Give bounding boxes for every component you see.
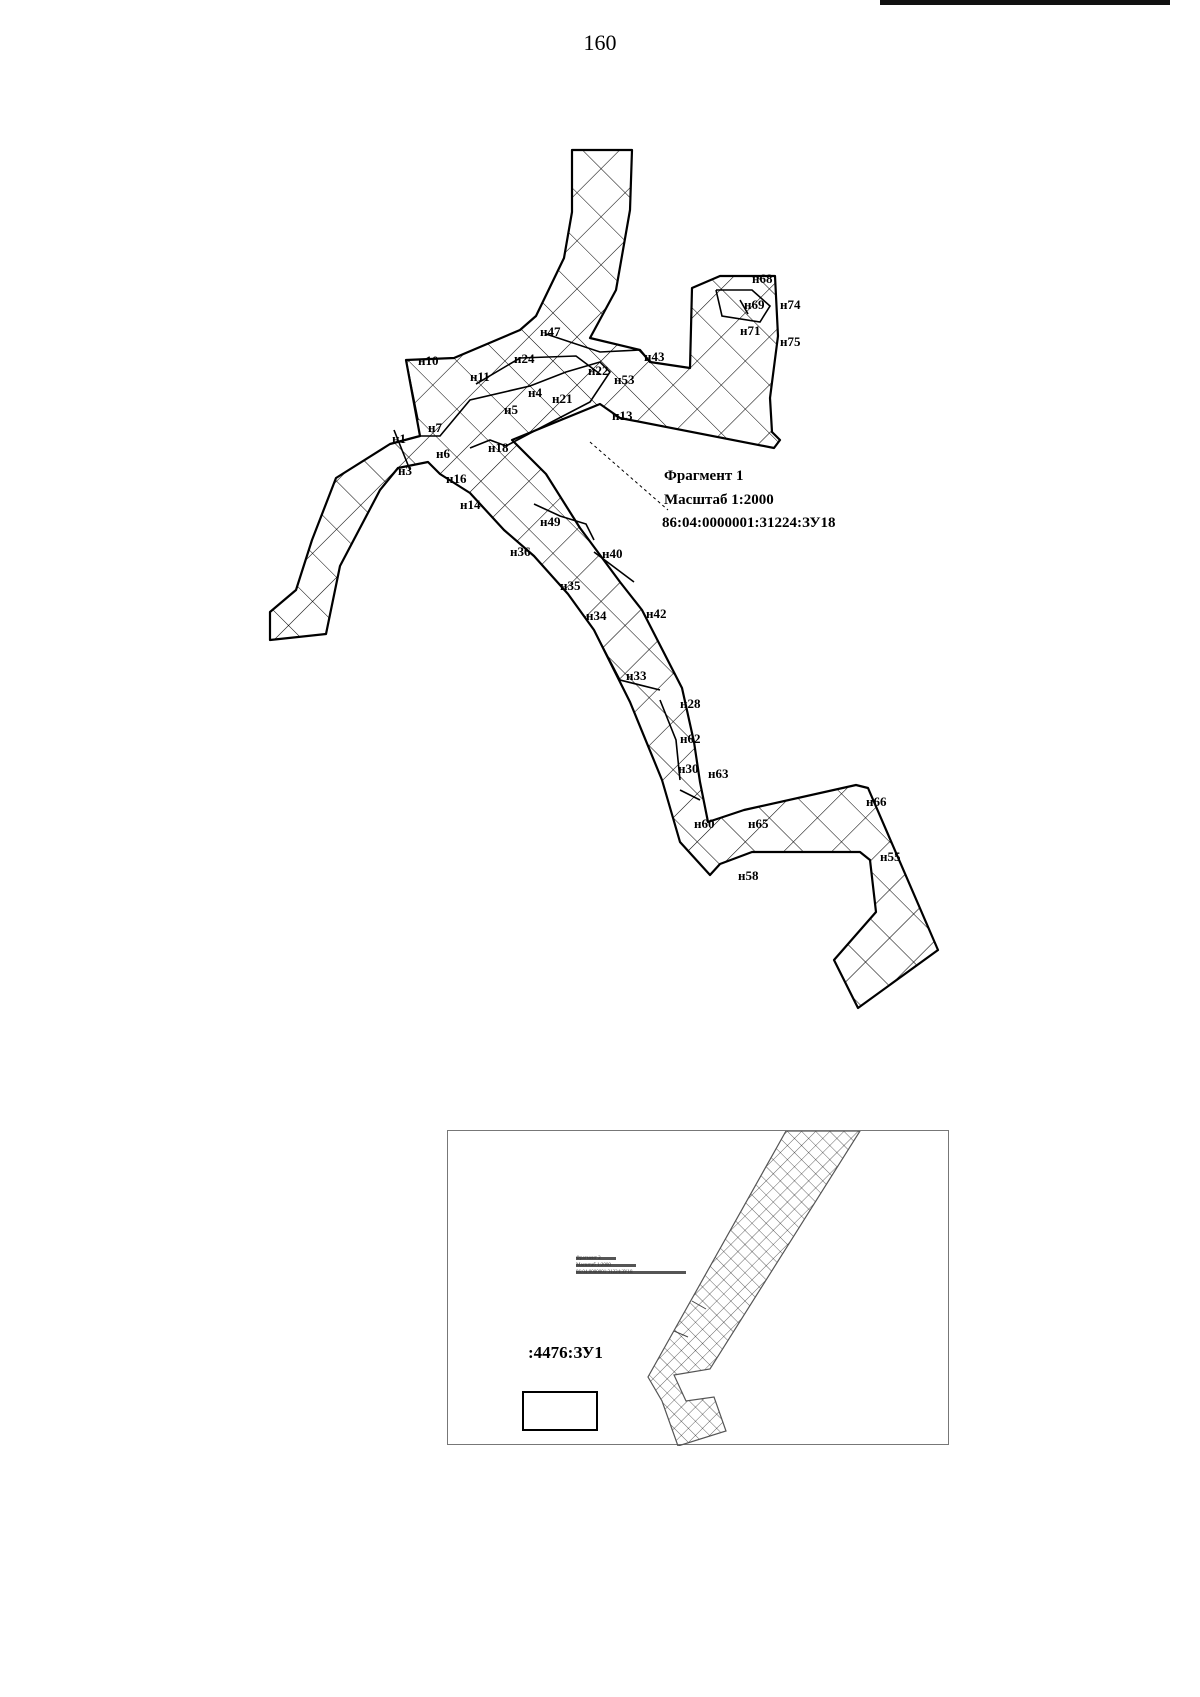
point-label: н3 xyxy=(398,463,412,478)
inset-legend-box xyxy=(522,1391,598,1431)
overview-parcel xyxy=(647,1131,861,1446)
legend-leader xyxy=(589,441,669,511)
point-label: н47 xyxy=(540,324,561,339)
point-label: н35 xyxy=(560,578,581,593)
point-label: н33 xyxy=(626,668,647,683)
point-label: н21 xyxy=(552,391,573,406)
inset-cadastral-label: :4476:ЗУ1 xyxy=(528,1343,603,1362)
fragment-scale: Масштаб 1:2000 xyxy=(664,492,774,508)
point-label: н69 xyxy=(744,297,765,312)
point-label: н58 xyxy=(738,868,759,883)
point-label: н43 xyxy=(644,349,665,364)
point-label: н34 xyxy=(586,608,607,623)
point-label: н65 xyxy=(748,816,769,831)
point-label: н6 xyxy=(436,446,450,461)
point-label: н13 xyxy=(612,408,633,423)
overview-inset: Фрагмент 2 Масштаб 1:2000 86:04:0000001:31… xyxy=(447,1130,949,1446)
point-label: н28 xyxy=(680,696,701,711)
parcel-boundary xyxy=(268,148,940,1010)
point-label: н10 xyxy=(418,353,439,368)
internal-lines xyxy=(393,289,772,801)
point-labels: н68 н69 н74 н71 н75 н47 н43 н10 н24 н22 … xyxy=(392,271,901,883)
fragment-title: Фрагмент 1 xyxy=(664,468,743,484)
inset-legend-line: Фрагмент 2 xyxy=(576,1256,601,1261)
point-label: н53 xyxy=(614,372,635,387)
point-label: н36 xyxy=(510,544,531,559)
fragment-cadastral: 86:04:0000001:31224:ЗУ18 xyxy=(662,515,836,531)
point-label: н18 xyxy=(488,440,509,455)
header-rule xyxy=(880,0,1170,5)
point-label: н63 xyxy=(708,766,729,781)
point-label: н22 xyxy=(588,363,609,378)
point-label: н24 xyxy=(514,351,535,366)
point-label: н30 xyxy=(678,761,699,776)
page-number: 160 xyxy=(583,30,617,55)
inset-legend-line: Масштаб 1:2000 xyxy=(576,1263,611,1268)
point-label: н74 xyxy=(780,297,801,312)
point-label: н42 xyxy=(646,606,667,621)
point-label: н60 xyxy=(694,816,715,831)
point-label: н62 xyxy=(680,731,701,746)
point-label: н7 xyxy=(428,420,442,435)
point-label: н66 xyxy=(866,794,887,809)
point-label: н71 xyxy=(740,323,761,338)
point-label: н16 xyxy=(446,471,467,486)
point-label: н75 xyxy=(780,334,801,349)
point-label: н40 xyxy=(602,546,623,561)
point-label: н55 xyxy=(880,849,901,864)
inset-legend-line: 86:04:0000001:31224:ЗУ18 xyxy=(576,1270,633,1275)
point-label: н1 xyxy=(392,431,406,446)
point-label: н14 xyxy=(460,497,481,512)
point-label: н49 xyxy=(540,514,561,529)
point-label: н68 xyxy=(752,271,773,286)
point-label: н4 xyxy=(528,385,542,400)
fragment-legend: Фрагмент 1 Масштаб 1:2000 86:04:0000001:… xyxy=(662,468,836,531)
overview-map: Фрагмент 2 Масштаб 1:2000 86:04:0000001:31… xyxy=(576,1131,861,1446)
point-label: н5 xyxy=(504,402,518,417)
point-label: н11 xyxy=(470,369,490,384)
